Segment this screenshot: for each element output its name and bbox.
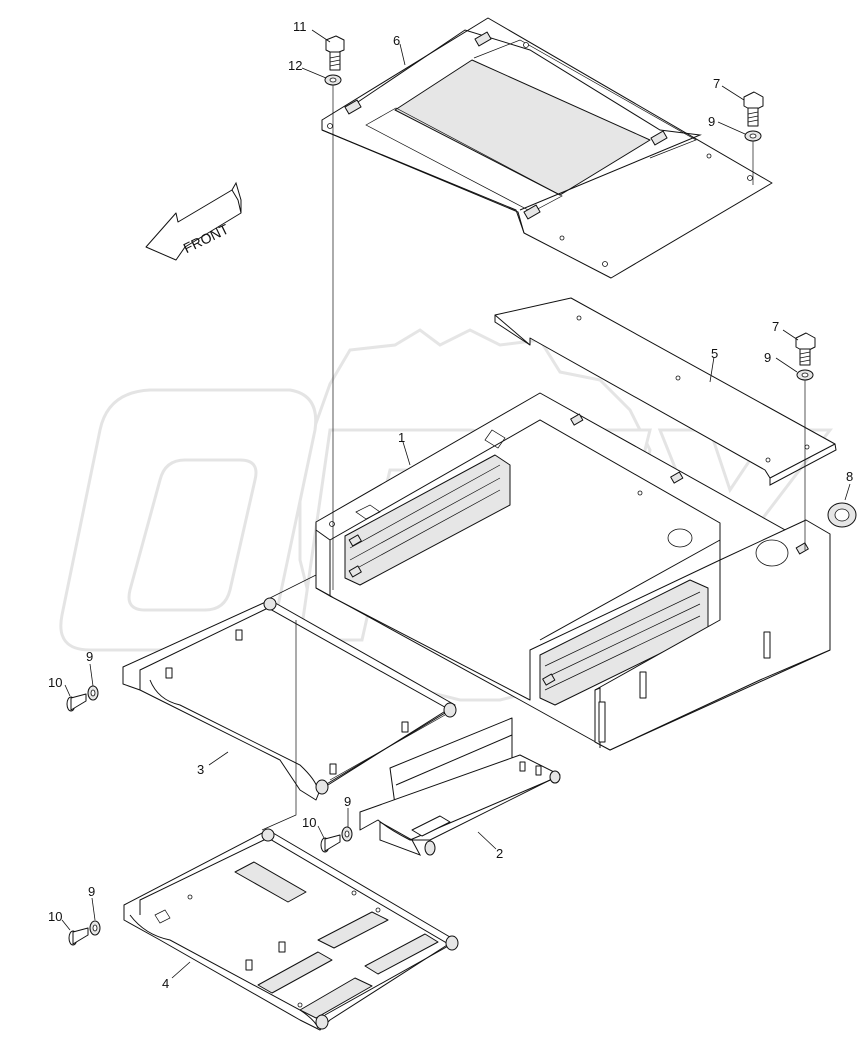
callout-3: 3 bbox=[197, 762, 204, 777]
part-2-front-bar bbox=[359, 717, 561, 856]
callout-9: 9 bbox=[86, 649, 93, 664]
callout-1: 1 bbox=[398, 430, 405, 445]
callout-12: 12 bbox=[288, 58, 302, 73]
watermark-letter-o bbox=[59, 388, 318, 652]
part-8-grommet bbox=[827, 502, 857, 528]
callout-5: 5 bbox=[711, 346, 718, 361]
callout-10: 10 bbox=[48, 909, 62, 924]
callout-10: 10 bbox=[302, 815, 316, 830]
callout-7: 7 bbox=[772, 319, 779, 334]
callout-labels: 11 6 12 7 9 7 5 9 1 8 9 10 3 9 10 2 9 10… bbox=[48, 19, 853, 991]
part-12-washer bbox=[324, 74, 342, 86]
part-10-bolt-c bbox=[68, 927, 89, 946]
part-10-bolt-b bbox=[320, 834, 341, 853]
callout-9: 9 bbox=[764, 350, 771, 365]
part-9-washer-c bbox=[89, 920, 101, 936]
part-11-bolt bbox=[325, 35, 345, 71]
callout-6: 6 bbox=[393, 33, 400, 48]
assembly-axis-lines bbox=[261, 85, 806, 831]
callout-7: 7 bbox=[713, 76, 720, 91]
part-7-bolt-lower bbox=[795, 332, 816, 366]
part-5-side-cover bbox=[494, 297, 837, 486]
part-6-top-cover bbox=[321, 17, 773, 279]
callout-2: 2 bbox=[496, 846, 503, 861]
front-direction-arrow: FRONT bbox=[145, 181, 242, 261]
callout-4: 4 bbox=[162, 976, 169, 991]
part-7-bolt-upper bbox=[743, 91, 764, 127]
callout-9: 9 bbox=[88, 884, 95, 899]
callout-8: 8 bbox=[846, 469, 853, 484]
part-9-washer-a bbox=[87, 685, 99, 701]
callout-9: 9 bbox=[708, 114, 715, 129]
callout-9: 9 bbox=[344, 794, 351, 809]
part-4-bottom-tray bbox=[123, 828, 459, 1031]
part-9-washer-mid bbox=[796, 369, 814, 381]
part-1-main-frame bbox=[315, 392, 831, 751]
part-9-washer-b bbox=[341, 826, 353, 842]
callout-10: 10 bbox=[48, 675, 62, 690]
part-10-bolt-a bbox=[66, 693, 87, 712]
part-9-washer-upper bbox=[744, 130, 762, 142]
leader-lines bbox=[61, 29, 851, 979]
callout-11: 11 bbox=[293, 19, 307, 34]
